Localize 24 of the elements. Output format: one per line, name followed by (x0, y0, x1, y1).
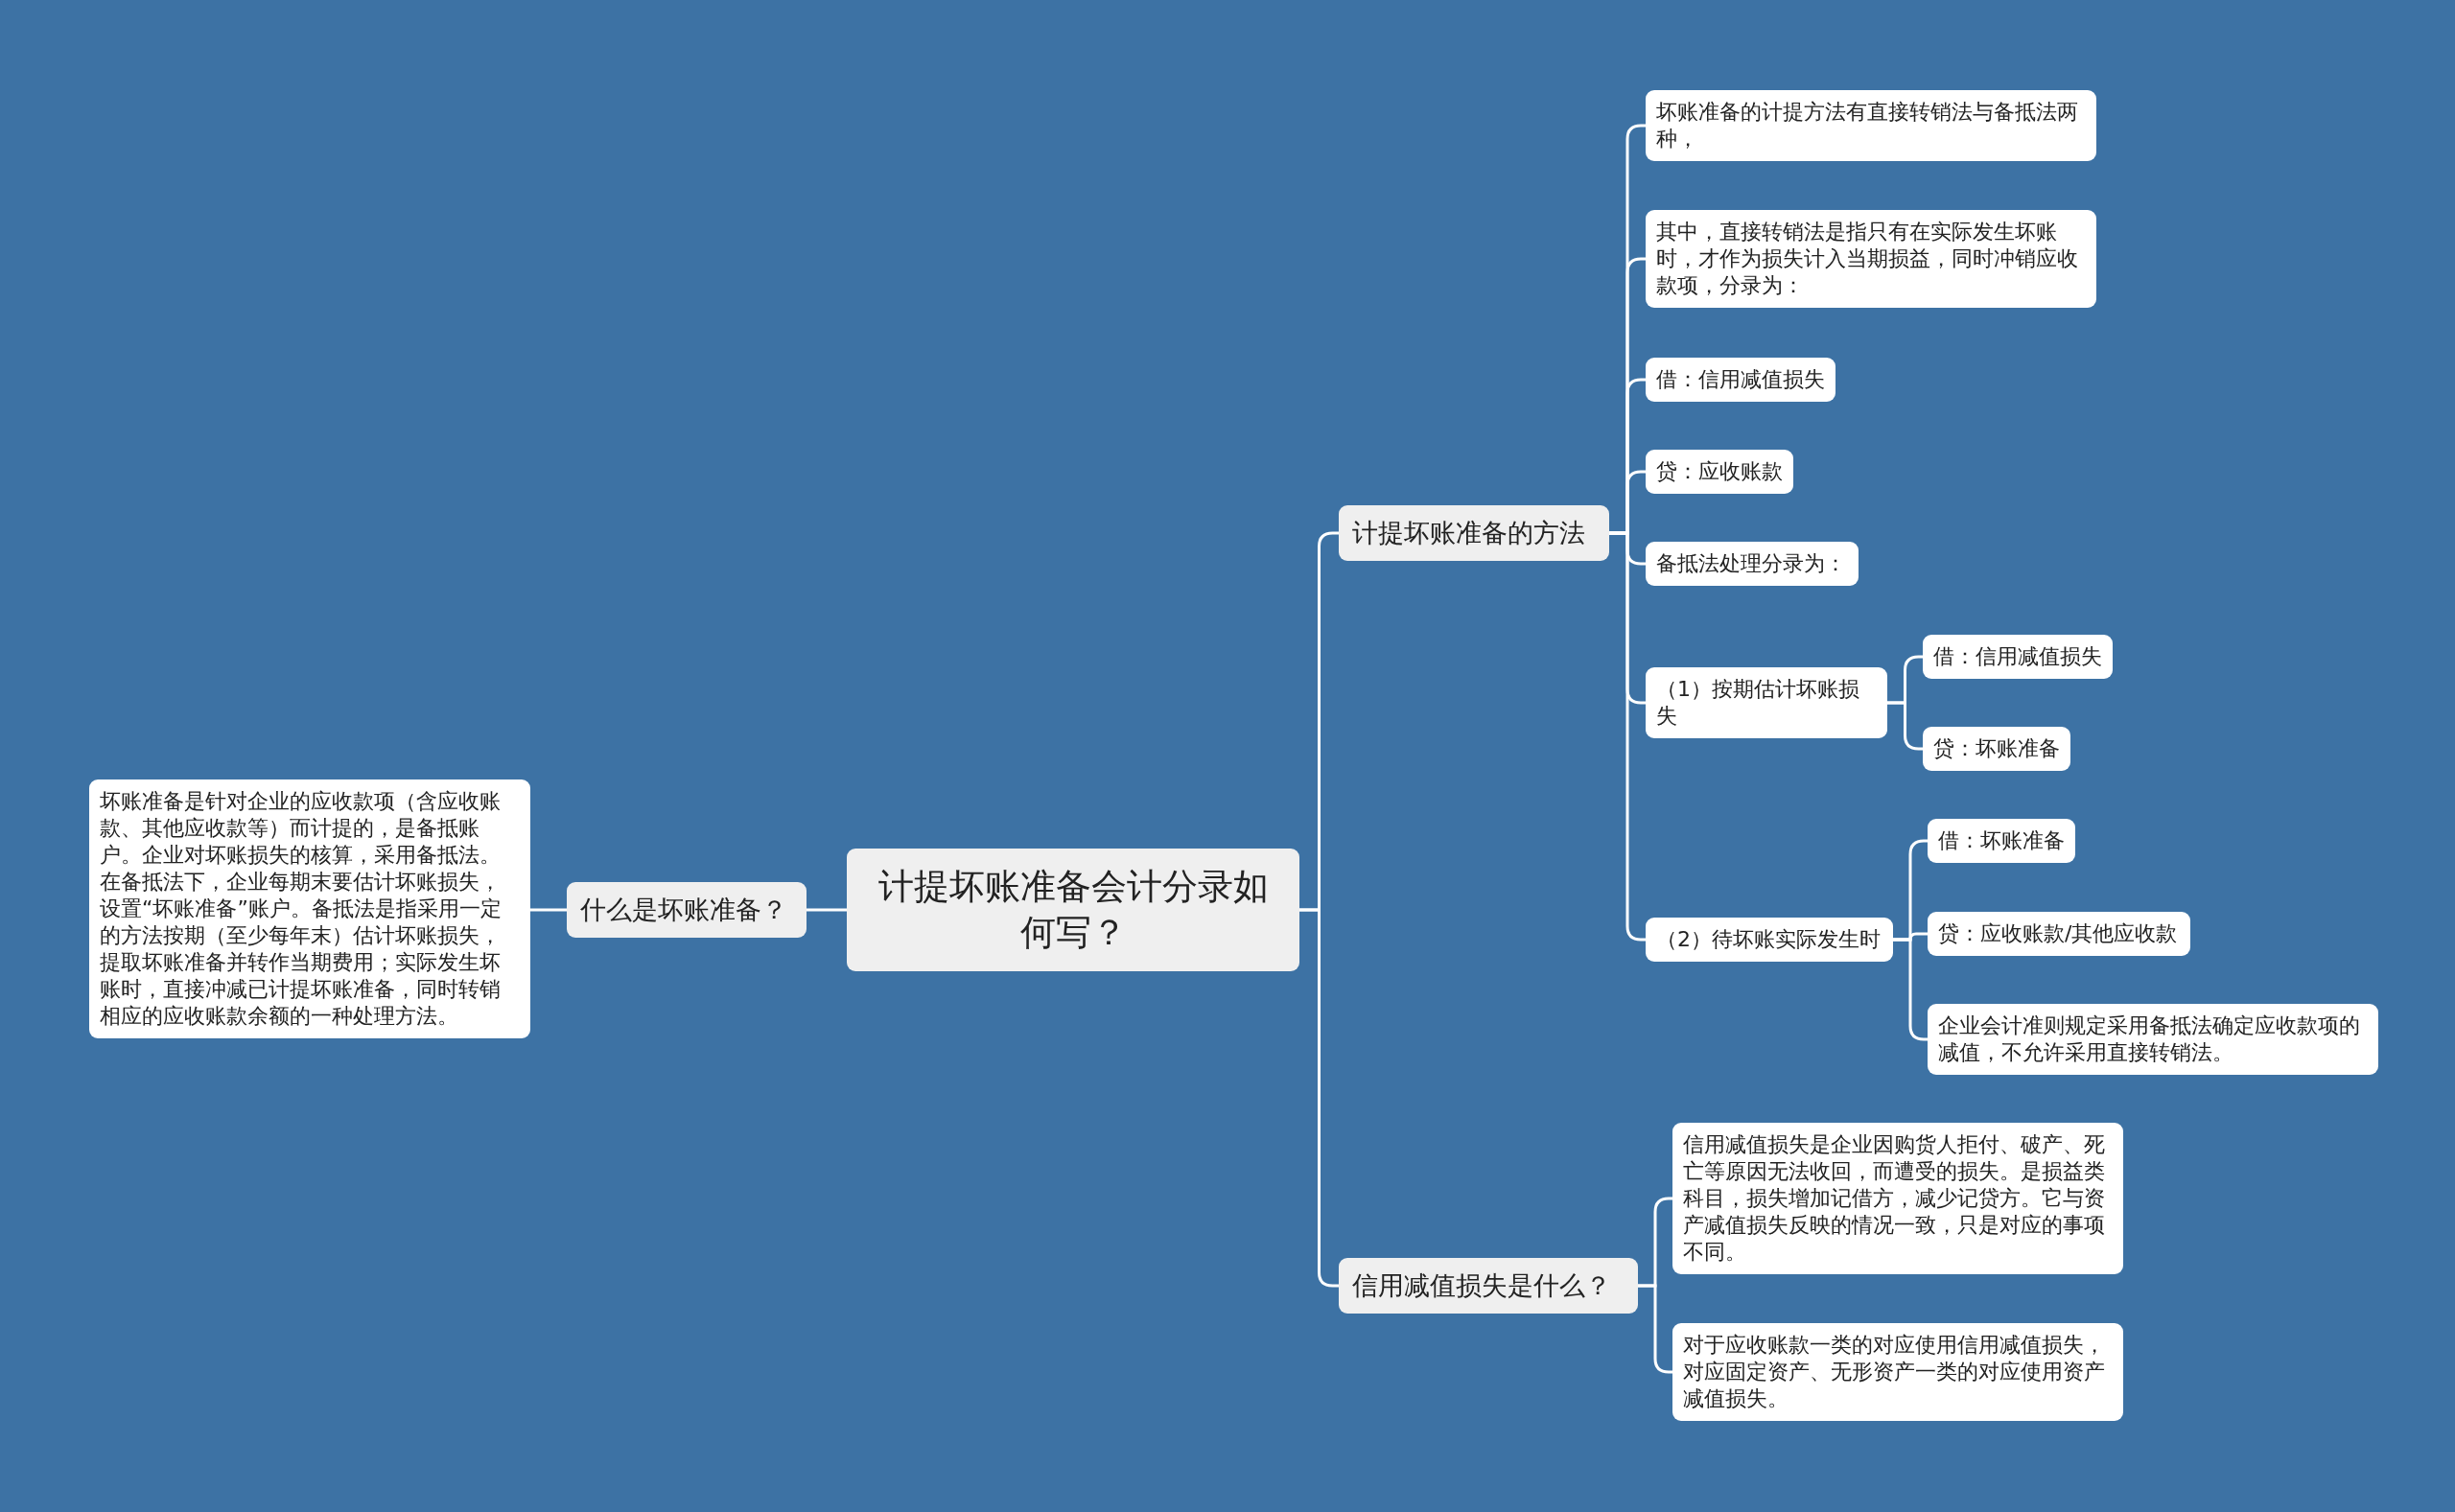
note-box: 借：坏账准备 (1928, 819, 2075, 863)
note-box: 对于应收账款一类的对应使用信用减值损失，对应固定资产、无形资产一类的对应使用资产减值损失。 (1672, 1323, 2123, 1421)
note-box: 借：信用减值损失 (1646, 358, 1835, 402)
connector-line (1609, 531, 1646, 942)
note-box: 坏账准备是针对企业的应收款项（含应收账款、其他应收款等）而计提的，是备抵账户。企业对坏账损失的核算，采用备抵法。在备抵法下，企业每期末要估计坏账损失，设置“坏账准备”账户。备抵法是指采用一定的方法按期（至少每年末）估计坏账损失，提取坏账准备并转作当期费用；实际发生坏账时，直接冲减已计提坏账准备，同时转销相应的应收账款余额的一种处理方法。 (89, 779, 530, 1038)
topic-box: 计提坏账准备的方法 (1339, 505, 1609, 561)
note-box: 贷：坏账准备 (1923, 727, 2070, 771)
connector-line (1299, 908, 1339, 1288)
connector-line (1887, 701, 1923, 751)
connector-line (807, 908, 847, 912)
note-box: 备抵法处理分录为： (1646, 542, 1859, 586)
note-box: （2）待坏账实际发生时 (1646, 918, 1893, 962)
central-topic-box: 计提坏账准备会计分录如何写？ (847, 849, 1299, 971)
note-box: 其中，直接转销法是指只有在实际发生坏账时，才作为损失计入当期损益，同时冲销应收款项，分录为： (1646, 210, 2096, 308)
note-box: 贷：应收账款/其他应收款 (1928, 912, 2190, 956)
topic-box: 什么是坏账准备？ (567, 882, 807, 938)
connector-line (530, 908, 567, 912)
note-box: （1）按期估计坏账损失 (1646, 667, 1887, 738)
note-box: 企业会计准则规定采用备抵法确定应收款项的减值，不允许采用直接转销法。 (1928, 1004, 2378, 1075)
note-box: 借：信用减值损失 (1923, 635, 2113, 679)
note-box: 坏账准备的计提方法有直接转销法与备抵法两种， (1646, 90, 2096, 161)
note-box: 贷：应收账款 (1646, 450, 1793, 494)
note-box: 信用减值损失是企业因购货人拒付、破产、死亡等原因无法收回，而遭受的损失。是损益类科目，损失增加记借方，减少记贷方。它与资产减值损失反映的情况一致，只是对应的事项不同。 (1672, 1123, 2123, 1274)
topic-box: 信用减值损失是什么？ (1339, 1258, 1638, 1314)
